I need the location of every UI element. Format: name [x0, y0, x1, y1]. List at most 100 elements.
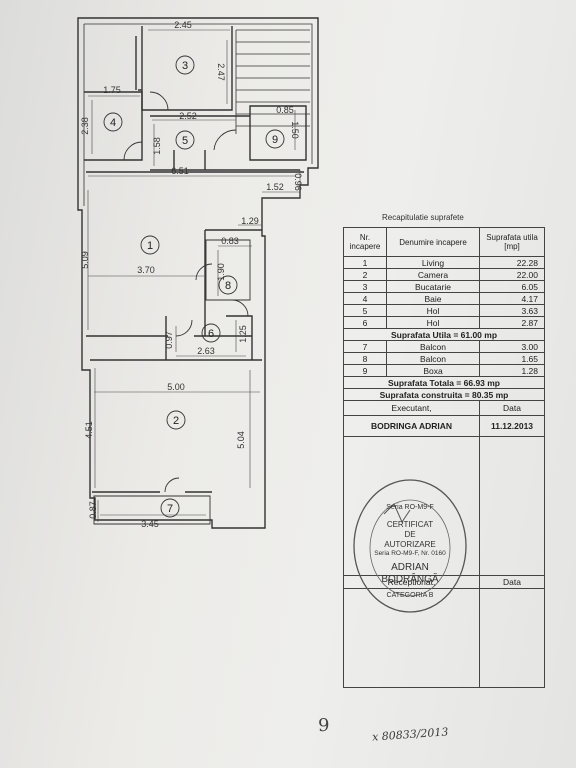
room-number: 6: [208, 328, 214, 340]
header-area: Suprafata utila [mp]: [479, 227, 545, 257]
cell-nr: 8: [343, 352, 387, 365]
executant-date: 11.12.2013: [479, 415, 545, 437]
room-number: 9: [272, 134, 278, 146]
cell-nr: 9: [343, 364, 387, 377]
stamp-line-3: AUTORIZARE: [384, 540, 436, 549]
cell-name: Bucatarie: [386, 280, 480, 293]
cell-name: Hol: [386, 316, 480, 329]
dimension-label: 1.52: [266, 182, 284, 192]
cell-nr: 5: [343, 304, 387, 317]
dimension-label: 6.51: [171, 166, 189, 176]
room-number: 4: [110, 117, 116, 129]
dimension-label: 0.83: [221, 236, 239, 246]
authorization-stamp: Seria RO-M9-F CERTIFICAT DE AUTORIZARE S…: [350, 476, 470, 616]
room-number: 2: [173, 415, 179, 427]
dimension-label: 1.29: [241, 216, 259, 226]
dimension-label: 2.47: [216, 63, 226, 81]
cell-area: 22.00: [479, 268, 545, 281]
cell-name: Hol: [386, 304, 480, 317]
receptionat-row: [343, 588, 545, 688]
dimension-label: 5.00: [167, 382, 185, 392]
dimension-label: 1.50: [290, 121, 300, 139]
totala-row: Suprafata Totala = 66.93 mp: [343, 376, 545, 389]
data-label-2: Data: [479, 575, 545, 589]
cell-area: 3.63: [479, 304, 545, 317]
room-number: 8: [225, 280, 231, 292]
dimension-label: 5.09: [80, 251, 90, 269]
dimension-label: 0.97: [164, 331, 174, 349]
dimension-label: 1.90: [216, 263, 226, 281]
cell-area: 22.28: [479, 256, 545, 269]
stamp-line-4: Seria RO-M9-F, Nr. 0160: [374, 550, 446, 557]
dimension-label: 3.70: [137, 265, 155, 275]
dimension-label: 1.58: [152, 137, 162, 155]
totala-total: Suprafata Totala = 66.93 mp: [343, 376, 545, 389]
executant-name: BODRINGA ADRIAN: [343, 415, 480, 437]
cell-nr: 4: [343, 292, 387, 305]
dimension-label: 0.87: [88, 501, 98, 519]
room-number: 7: [167, 503, 173, 515]
cell-name: Living: [386, 256, 480, 269]
cell-name: Baie: [386, 292, 480, 305]
cell-area: 2.87: [479, 316, 545, 329]
executant-header-row: Executant,Data: [343, 400, 545, 416]
stamp-line-7: CATEGORIA B: [386, 592, 434, 599]
utila-total: Suprafata Utila = 61.00 mp: [343, 328, 545, 341]
room-number: 1: [147, 240, 153, 252]
header-name: Denumire incapere: [386, 227, 480, 257]
dimension-label: 2.45: [174, 20, 192, 30]
cell-nr: 7: [343, 340, 387, 353]
signature-mark: 9: [318, 715, 330, 736]
data-label: Data: [479, 400, 545, 416]
cell-nr: 6: [343, 316, 387, 329]
cell-area: 6.05: [479, 280, 545, 293]
dimension-label: 5.04: [236, 431, 246, 449]
cell-name: Balcon: [386, 340, 480, 353]
area-summary-table: Nr. incapere Denumire incapere Suprafata…: [343, 227, 545, 688]
dimension-label: 4.51: [84, 421, 94, 439]
cell-area: 4.17: [479, 292, 545, 305]
cell-nr: 2: [343, 268, 387, 281]
stamp-line-2: DE: [404, 530, 416, 539]
cell-area: 3.00: [479, 340, 545, 353]
cell-name: Balcon: [386, 352, 480, 365]
dimension-label: 2.63: [197, 346, 215, 356]
construita-total: Suprafata construita = 80.35 mp: [343, 388, 545, 401]
stamp-ring-text: Seria RO-M9-F: [386, 504, 434, 511]
cell-nr: 1: [343, 256, 387, 269]
cell-name: Boxa: [386, 364, 480, 377]
cell-area: 1.28: [479, 364, 545, 377]
cell-area: 1.65: [479, 352, 545, 365]
stamp-row: [343, 436, 545, 576]
executant-label: Executant,: [343, 400, 480, 416]
cell-name: Camera: [386, 268, 480, 281]
dimension-label: 2.38: [80, 117, 90, 135]
stamp-line-5: ADRIAN: [391, 562, 429, 573]
dimension-label: 0.85: [276, 105, 294, 115]
dimension-label: 2.52: [179, 111, 197, 121]
header-nr: Nr. incapere: [343, 227, 387, 257]
dimension-label: 1.75: [103, 85, 121, 95]
dimension-label: 1.25: [238, 325, 248, 343]
table-title: Recapitulatie suprafete: [382, 213, 464, 222]
stamp-line-1: CERTIFICAT: [386, 520, 434, 529]
utila-row: Suprafata Utila = 61.00 mp: [343, 328, 545, 341]
room-number: 5: [182, 135, 188, 147]
stamp-line-6: BODRÂNGĂ: [381, 574, 439, 585]
dimension-label: 0.96: [293, 173, 303, 191]
dimension-label: 3.45: [141, 519, 159, 529]
room-number: 3: [182, 60, 188, 72]
construita-row: Suprafata construita = 80.35 mp: [343, 388, 545, 401]
cell-nr: 3: [343, 280, 387, 293]
